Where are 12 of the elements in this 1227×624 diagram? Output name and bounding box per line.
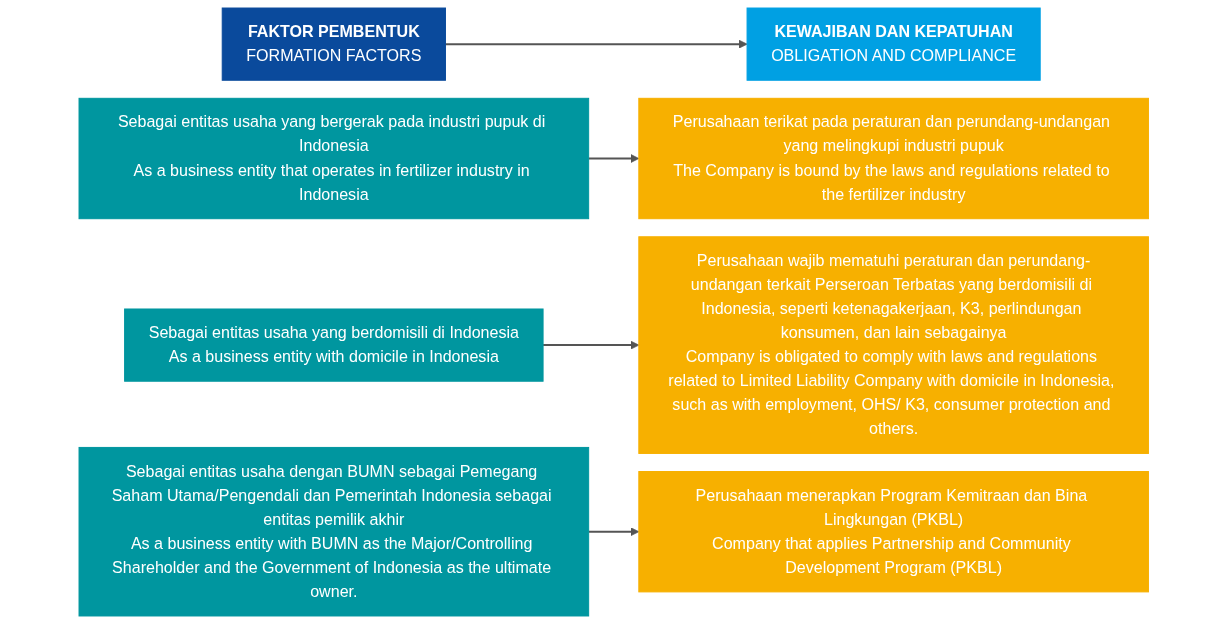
node-box: Sebagai entitas usaha dengan BUMN sebagai Pemegang Saham Utama/Pengendali dan Pemerintah Indonesia sebagai entitas pemilik akhir As a business entity with BUMN as the Major/Controlling Shareholder and the Government of Indonesia as the ultimate owner.	[78, 446, 589, 617]
node-box: Perusahaan terikat pada peraturan dan perundang-undangan yang melingkupi industri pupuk The Company is bound by the laws and regulations related to the fertilizer industry	[638, 97, 1149, 220]
arrow	[588, 154, 639, 163]
arrow	[588, 527, 639, 537]
arrow	[542, 340, 639, 350]
node-box: Perusahaan menerapkan Program Kemitraan dan Bina Lingkungan (PKBL) Company that applies Partnership and Community Development Program (PKBL)	[638, 471, 1149, 593]
node-box: FAKTOR PEMBENTUK FORMATION FACTORS	[221, 7, 446, 81]
node-box: Perusahaan wajib mematuhi peraturan dan perundang-undangan terkait Perseroan Terbatas yang berdomisili di Indonesia, seperti ketenagakerjaan, K3, perlindungan konsumen, dan lain sebagainya Company is obligated to comply with laws and regulations related to Limited Liability Company with domicile in Indonesia, such as with employment, OHS/ K3, consumer protection and others.	[638, 236, 1149, 454]
node-box: Sebagai entitas usaha yang berdomisili di Indonesia As a business entity with domicile in Indonesia	[123, 308, 544, 382]
node-box: Sebagai entitas usaha yang bergerak pada industri pupuk di Indonesia As a business entity that operates in fertilizer industry in Indonesia	[78, 97, 589, 220]
node-box: KEWAJIBAN DAN KEPATUHAN OBLIGATION AND COMPLIANCE	[746, 7, 1041, 81]
arrow	[445, 39, 748, 49]
